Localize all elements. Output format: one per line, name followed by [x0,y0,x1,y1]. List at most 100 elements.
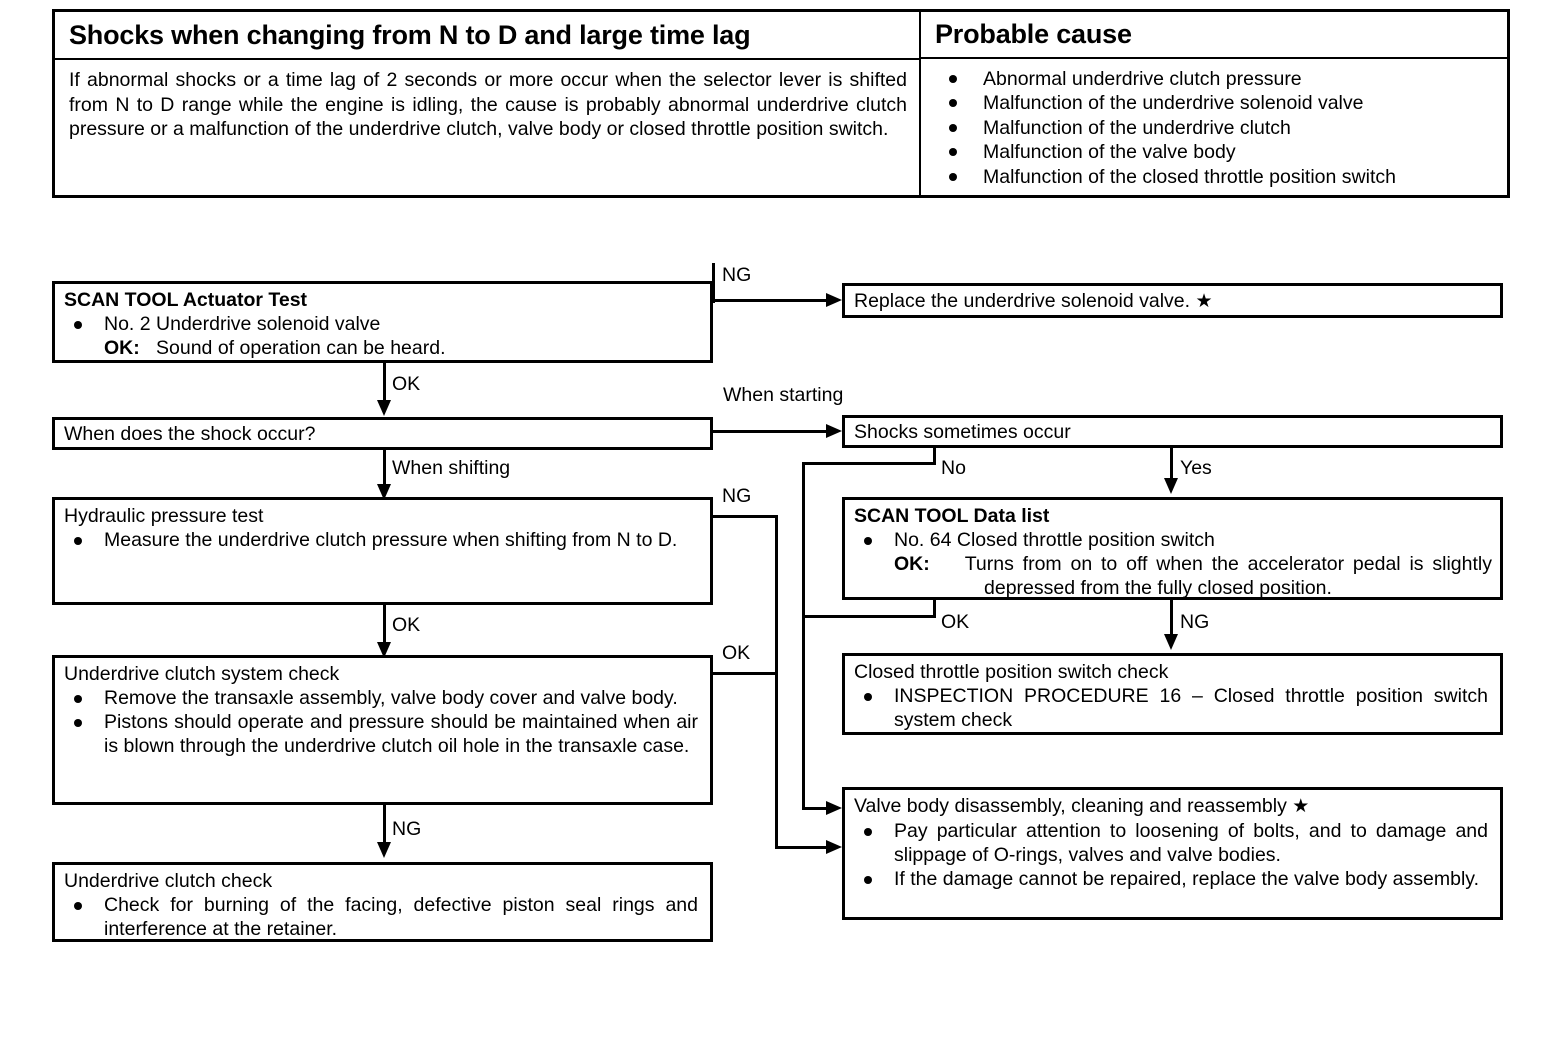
connector-ng-actuator-horizontal [712,299,826,302]
list-item: Measure the underdrive clutch pressure w… [64,528,702,552]
bullet-icon [74,321,82,329]
ok-text: Turns from on to off when the accelerato… [964,553,1492,599]
probable-cause-header: Probable cause [921,12,1507,59]
list-item: Pay particular attention to loosening of… [854,819,1492,867]
arrowhead-to-replace-solenoid [826,293,842,307]
symptom-probable-cause-table: Shocks when changing from N to D and lar… [52,9,1510,198]
item-text: Pay particular attention to loosening of… [894,820,1488,866]
arrowhead-no-branch-to-valve-body [826,801,842,815]
list-item: INSPECTION PROCEDURE 16 – Closed throttl… [854,684,1492,732]
list-item: No. 64 Closed throttle position switch [854,528,1492,552]
edge-label-ng-system-check: NG [392,818,422,840]
connector-ng-hydraulic-to-valve-body [775,846,826,849]
edge-label-ok-system-check: OK [722,642,751,664]
arrowhead-to-shock-question [377,400,391,416]
replace-text: Replace the underdrive solenoid valve. [854,290,1191,312]
connector-ok-hydraulic-vertical [383,605,386,643]
edge-label-no-shocks: No [941,457,966,479]
bullet-icon [74,719,82,727]
bullet-icon [864,693,872,701]
edge-label-ok-actuator: OK [392,373,421,395]
item-text: Pistons should operate and pressure shou… [104,711,698,757]
probable-cause-body: Abnormal underdrive clutch pressure Malf… [921,59,1507,196]
box-list: Pay particular attention to loosening of… [854,819,1492,891]
box-title: Valve body disassembly, cleaning and rea… [854,794,1492,819]
probable-cause-list: Abnormal underdrive clutch pressure Malf… [935,67,1495,190]
flow-box-shock-question: When does the shock occur? [52,417,713,450]
arrowhead-to-shocks-sometimes [826,424,842,438]
list-item: Remove the transaxle assembly, valve bod… [64,686,702,710]
item-text: INSPECTION PROCEDURE 16 – Closed throttl… [894,685,1488,731]
box-list: No. 2 Underdrive solenoid valve [64,312,702,336]
box-title: Underdrive clutch system check [64,663,340,685]
item-text: If the damage cannot be repaired, replac… [894,868,1479,890]
bullet-icon [864,537,872,545]
connector-no-branch-trunk [802,462,805,810]
bullet-icon [949,99,957,108]
box-title: Closed throttle position switch check [854,661,1169,683]
cause-text: Malfunction of the underdrive clutch [983,116,1291,139]
list-item: Abnormal underdrive clutch pressure [935,67,1495,92]
edge-label-yes-shocks: Yes [1180,457,1212,479]
bullet-icon [949,74,957,83]
flow-box-underdrive-clutch-system-check: Underdrive clutch system check Remove th… [52,655,713,805]
item-text: Measure the underdrive clutch pressure w… [104,529,678,551]
flow-box-replace-solenoid-valve: Replace the underdrive solenoid valve. ★ [842,283,1503,318]
connector-ng-system-check-vertical [383,805,386,843]
connector-yes-branch-vertical [1170,448,1173,480]
star-icon: ★ [1292,796,1310,817]
list-item: Check for burning of the facing, defecti… [64,893,702,941]
box-list: INSPECTION PROCEDURE 16 – Closed throttl… [854,684,1492,732]
box-list: Measure the underdrive clutch pressure w… [64,528,702,552]
symptom-body: If abnormal shocks or a time lag of 2 se… [55,60,919,195]
bullet-icon [949,172,957,181]
item-text: Remove the transaxle assembly, valve bod… [104,687,678,709]
flow-box-shocks-sometimes-occur: Shocks sometimes occur [842,415,1503,448]
cause-text: Malfunction of the closed throttle posit… [983,165,1396,188]
probable-cause-column: Probable cause Abnormal underdrive clutc… [921,12,1507,195]
symptom-header: Shocks when changing from N to D and lar… [55,12,919,60]
list-item: If the damage cannot be repaired, replac… [854,867,1492,891]
bullet-icon [864,828,872,836]
ok-label: OK: [104,337,140,359]
bullet-icon [74,695,82,703]
edge-label-ok-hydraulic: OK [392,614,421,636]
edge-label-ok-data-list: OK [941,611,970,633]
box-title: Shocks sometimes occur [854,421,1071,443]
ok-criteria: OK: Sound of operation can be heard. [64,336,702,360]
flow-box-scan-tool-actuator-test: SCAN TOOL Actuator Test No. 2 Underdrive… [52,281,713,363]
symptom-column: Shocks when changing from N to D and lar… [55,12,921,195]
bullet-icon [74,902,82,910]
item-text: Check for burning of the facing, defecti… [104,894,698,940]
box-list: Remove the transaxle assembly, valve bod… [64,686,702,758]
flow-box-valve-body-disassembly: Valve body disassembly, cleaning and rea… [842,787,1503,920]
connector-no-branch-stub [933,448,936,465]
box-list: Check for burning of the facing, defecti… [64,893,702,941]
edge-label-ng-data-list: NG [1180,611,1210,633]
connector-ok-data-list-horizontal [802,615,936,618]
list-item: Pistons should operate and pressure shou… [64,710,702,758]
connector-ok-system-check-horizontal [712,672,778,675]
connector-ng-data-list-vertical [1170,600,1173,636]
bullet-icon [949,148,957,157]
flow-box-closed-throttle-switch-check: Closed throttle position switch check IN… [842,653,1503,735]
list-item: Malfunction of the underdrive solenoid v… [935,91,1495,116]
item-text: No. 64 Closed throttle position switch [894,529,1215,551]
connector-no-branch-horizontal [802,462,936,465]
valve-body-title-text: Valve body disassembly, cleaning and rea… [854,795,1287,817]
connector-ok-data-list-stub [933,600,936,617]
arrowhead-to-closed-throttle-check [1164,634,1178,650]
cause-text: Malfunction of the underdrive solenoid v… [983,92,1364,114]
box-title: Replace the underdrive solenoid valve. ★ [854,289,1492,314]
box-title: Underdrive clutch check [64,870,273,892]
symptom-description: If abnormal shocks or a time lag of 2 se… [69,69,907,140]
connector-when-starting-horizontal [712,430,826,433]
flow-box-scan-tool-data-list: SCAN TOOL Data list No. 64 Closed thrott… [842,497,1503,600]
connector-when-shifting-vertical [383,450,386,488]
star-icon: ★ [1195,291,1213,312]
edge-label-when-shifting: When shifting [392,457,511,479]
arrowhead-to-hydraulic-test [377,484,391,500]
connector-ng-hydraulic-trunk [775,515,778,849]
box-list: No. 64 Closed throttle position switch [854,528,1492,552]
